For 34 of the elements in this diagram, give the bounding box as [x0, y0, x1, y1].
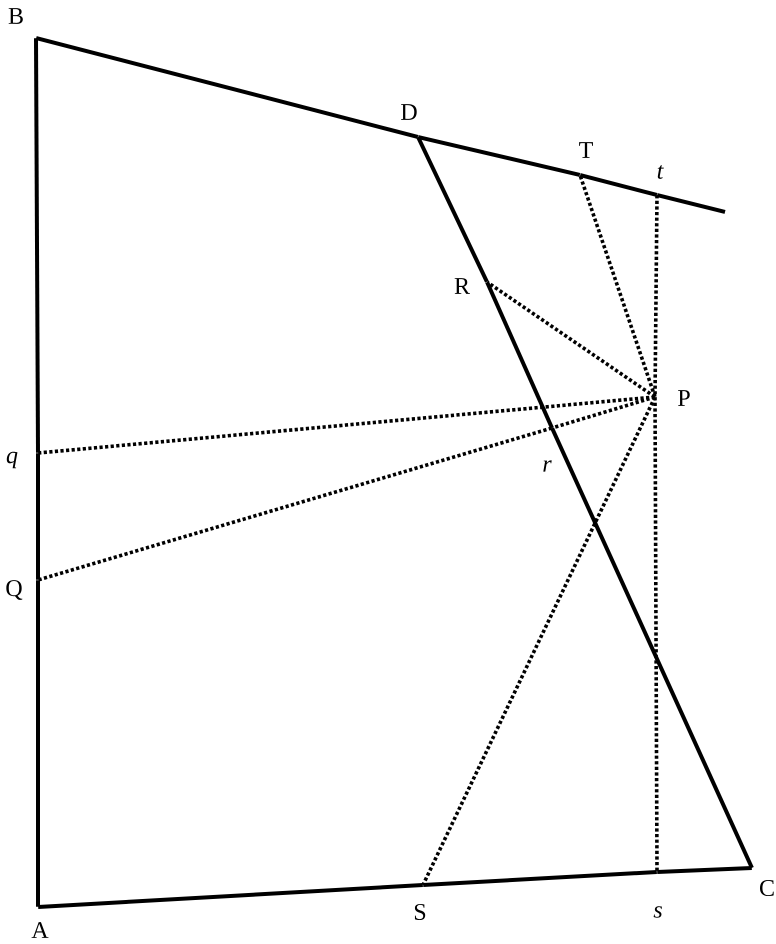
dotted-line	[486, 280, 656, 398]
point-label: B	[8, 8, 23, 24]
point-label: S	[414, 904, 426, 920]
point-label: s	[654, 906, 662, 918]
line-segment	[38, 883, 423, 909]
point-label: R	[454, 278, 470, 294]
line-segment	[36, 580, 40, 907]
line-segment	[423, 870, 657, 887]
point-label: P	[678, 390, 690, 406]
dotted-line	[38, 395, 655, 455]
dotted-line	[38, 426, 552, 582]
line-segment	[36, 36, 418, 139]
dotted-line	[421, 396, 657, 886]
point-label: t	[658, 165, 664, 179]
line-segment	[657, 866, 752, 874]
point-label: r	[543, 460, 552, 472]
point-label: q	[6, 452, 18, 468]
point-label: Q	[6, 580, 22, 600]
line-segment	[418, 135, 580, 177]
dotted-line	[578, 174, 657, 398]
line-segment	[34, 38, 40, 453]
dotted-line	[653, 195, 659, 397]
line-segment	[36, 453, 40, 580]
line-segment	[580, 173, 658, 197]
line-segment	[656, 193, 726, 214]
line-segment	[550, 427, 754, 869]
dotted-line	[653, 397, 659, 872]
line-segment	[416, 136, 489, 283]
point-label: T	[579, 142, 593, 158]
point-label: C	[760, 880, 774, 896]
dotted-line	[552, 395, 656, 430]
point-label: A	[32, 922, 48, 938]
point-label: D	[401, 104, 417, 120]
line-segment	[485, 281, 554, 429]
